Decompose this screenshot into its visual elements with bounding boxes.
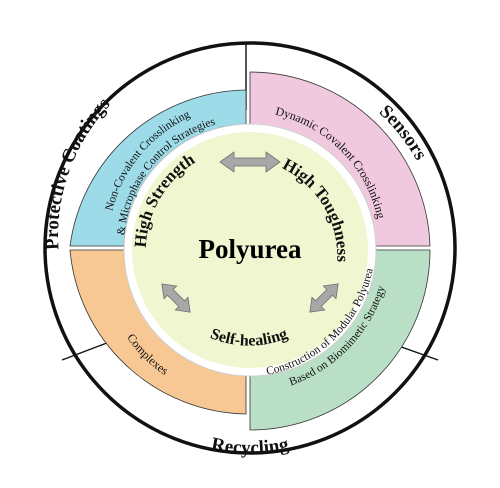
- center-core: [132, 132, 368, 368]
- center-title: Polyurea: [199, 234, 302, 264]
- arrow-toughness-selfhealing: [309, 283, 339, 313]
- double-arrows: [161, 151, 339, 313]
- arrow-strength-selfhealing: [161, 283, 191, 313]
- arrow-strength-toughness: [219, 151, 281, 173]
- application-recycling: Recycling: [210, 434, 291, 459]
